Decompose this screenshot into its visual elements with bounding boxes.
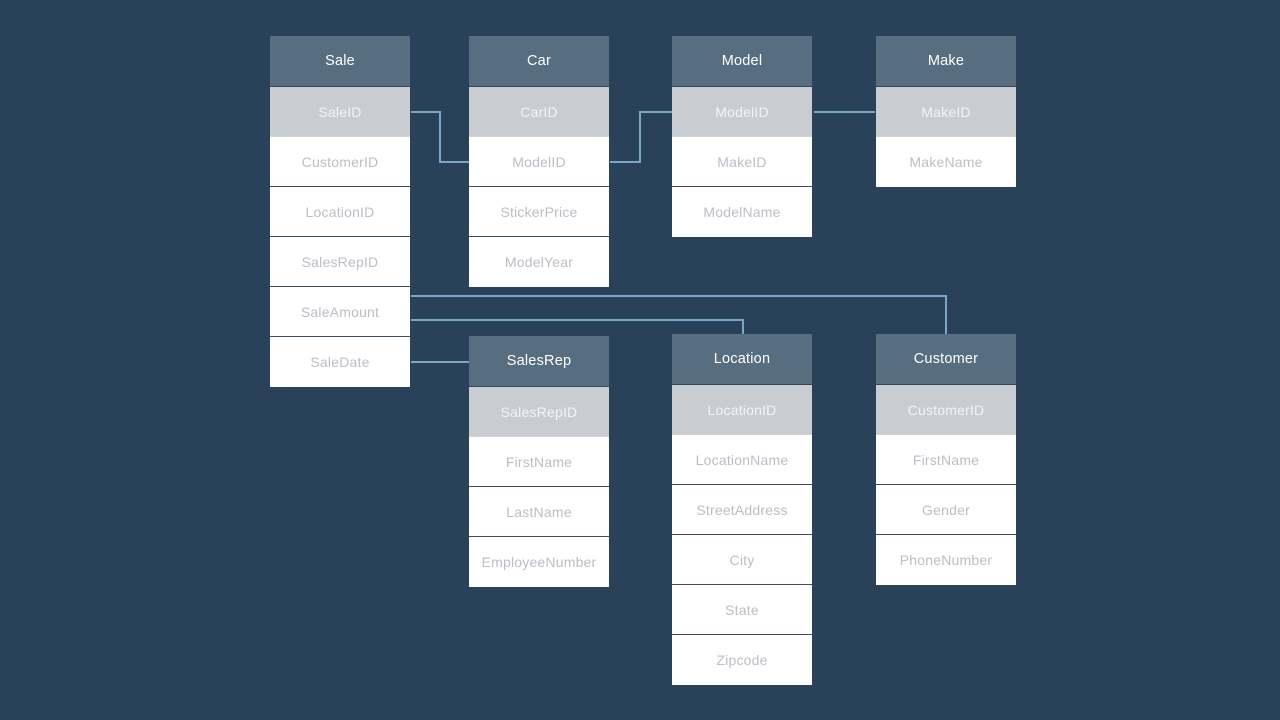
entity-field[interactable]: PhoneNumber (876, 535, 1016, 585)
entity-field[interactable]: State (672, 585, 812, 635)
entity-field[interactable]: EmployeeNumber (469, 537, 609, 587)
primary-key-field[interactable]: ModelID (672, 87, 812, 137)
entity-field[interactable]: ModelYear (469, 237, 609, 287)
entity-field[interactable]: City (672, 535, 812, 585)
primary-key-field[interactable]: SaleID (270, 87, 410, 137)
entity-field[interactable]: ModelID (469, 137, 609, 187)
entity-title: Car (469, 36, 609, 87)
entity-title: Location (672, 334, 812, 385)
entity-field[interactable]: SaleAmount (270, 287, 410, 337)
entity-field[interactable]: LastName (469, 487, 609, 537)
entity-field[interactable]: Gender (876, 485, 1016, 535)
primary-key-field[interactable]: LocationID (672, 385, 812, 435)
entity-field[interactable]: ModelName (672, 187, 812, 237)
relationship-line (411, 295, 947, 336)
entity-title: SalesRep (469, 336, 609, 387)
entity-field[interactable]: MakeName (876, 137, 1016, 187)
entity-title: Make (876, 36, 1016, 87)
entity-field[interactable]: CustomerID (270, 137, 410, 187)
entity-title: Model (672, 36, 812, 87)
entity-title: Sale (270, 36, 410, 87)
primary-key-field[interactable]: CarID (469, 87, 609, 137)
entity-title: Customer (876, 334, 1016, 385)
primary-key-field[interactable]: CustomerID (876, 385, 1016, 435)
entity-field[interactable]: MakeID (672, 137, 812, 187)
entity-field[interactable]: LocationName (672, 435, 812, 485)
entity-field[interactable]: FirstName (876, 435, 1016, 485)
primary-key-field[interactable]: SalesRepID (469, 387, 609, 437)
entity-field[interactable]: Zipcode (672, 635, 812, 685)
relationship-line (610, 111, 673, 163)
entity-field[interactable]: StickerPrice (469, 187, 609, 237)
entity-field[interactable]: StreetAddress (672, 485, 812, 535)
primary-key-field[interactable]: MakeID (876, 87, 1016, 137)
entity-field[interactable]: LocationID (270, 187, 410, 237)
entity-field[interactable]: SaleDate (270, 337, 410, 387)
entity-field[interactable]: FirstName (469, 437, 609, 487)
relationship-line (411, 111, 470, 163)
entity-field[interactable]: SalesRepID (270, 237, 410, 287)
